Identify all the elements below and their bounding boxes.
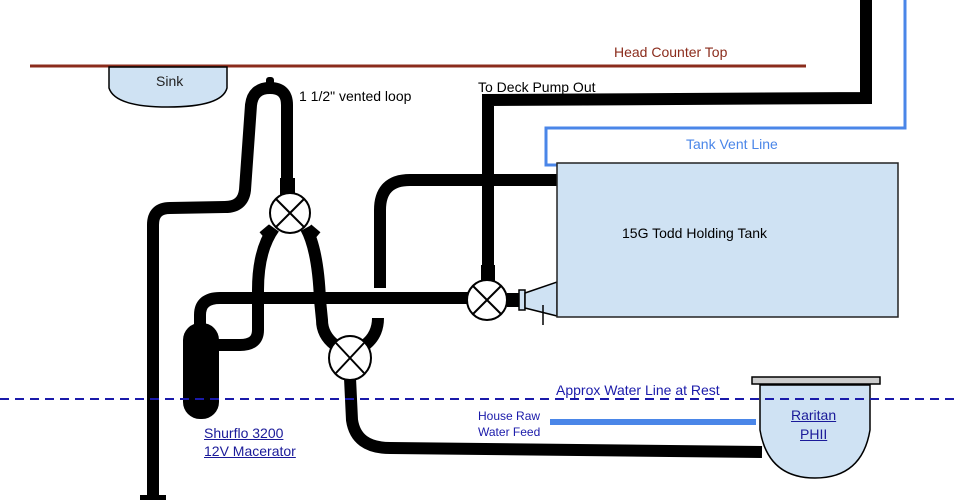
macerator-label-2[interactable]: 12V Macerator	[204, 443, 296, 459]
toilet-label-2[interactable]: PHII	[800, 426, 828, 442]
y-branch-left	[215, 224, 279, 351]
pipe-fitting	[280, 178, 295, 196]
toilet-bowl	[759, 384, 871, 479]
tank-outlet-fitting	[524, 280, 558, 317]
toilet-label-1[interactable]: Raritan	[791, 407, 837, 423]
deck-pump-out-label: To Deck Pump Out	[478, 79, 596, 95]
macerator-label-1[interactable]: Shurflo 3200	[204, 425, 284, 441]
tank-inlet-pipe	[374, 174, 557, 288]
sink	[108, 66, 228, 108]
macerator-pump	[183, 323, 219, 419]
holding-tank	[556, 162, 899, 318]
raw-water-label-2: Water Feed	[478, 425, 541, 439]
water-line-label: Approx Water Line at Rest	[556, 382, 720, 398]
tank-vent-line	[544, 0, 907, 167]
deck-pump-out-pipe	[482, 0, 872, 282]
pipe-fitting	[481, 265, 495, 281]
y-branch-right	[300, 225, 339, 350]
valve-2[interactable]	[328, 335, 372, 381]
valve-3[interactable]	[466, 279, 526, 321]
tank-vent-label: Tank Vent Line	[686, 136, 778, 152]
vented-loop-label: 1 1/2" vented loop	[299, 88, 412, 104]
loop-vent-nub	[266, 77, 274, 87]
holding-tank-label: 15G Todd Holding Tank	[622, 225, 768, 241]
y-branch-right-2	[361, 317, 384, 350]
counter-top-label: Head Counter Top	[614, 44, 728, 60]
vented-loop-pipe	[147, 81, 293, 500]
main-discharge-pipe	[194, 292, 468, 330]
sink-label: Sink	[156, 73, 184, 89]
valve-1[interactable]	[259, 192, 321, 242]
toilet-lid	[751, 376, 881, 385]
toilet-discharge-pipe	[344, 377, 763, 458]
raw-water-label-1: House Raw	[478, 409, 541, 423]
macerator-outlet-stub	[140, 495, 166, 500]
